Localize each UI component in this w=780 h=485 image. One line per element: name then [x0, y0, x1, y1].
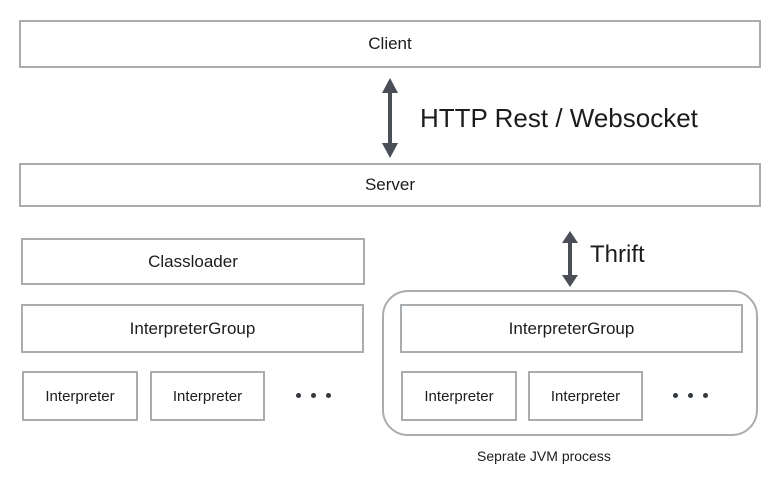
client-box: Client	[19, 20, 761, 68]
ellipsis-dot	[296, 393, 301, 398]
interpreter-group-box-right: InterpreterGroup	[400, 304, 743, 353]
http-arrow-icon	[382, 78, 398, 158]
classloader-box: Classloader	[21, 238, 365, 285]
interpreter-box-right-2: Interpreter	[528, 371, 643, 421]
interpreter-box-left-1: Interpreter	[22, 371, 138, 421]
ellipsis-dot	[673, 393, 678, 398]
thrift-arrow-icon	[562, 231, 578, 287]
interpreter-box-right-1: Interpreter	[401, 371, 517, 421]
ellipsis-left	[296, 393, 331, 398]
ellipsis-dot	[326, 393, 331, 398]
ellipsis-right	[673, 393, 708, 398]
ellipsis-dot	[688, 393, 693, 398]
interpreter-box-left-2: Interpreter	[150, 371, 265, 421]
jvm-process-caption: Seprate JVM process	[477, 448, 611, 464]
ellipsis-dot	[311, 393, 316, 398]
ellipsis-dot	[703, 393, 708, 398]
thrift-label: Thrift	[590, 241, 645, 268]
interpreter-group-box-left: InterpreterGroup	[21, 304, 364, 353]
http-rest-websocket-label: HTTP Rest / Websocket	[420, 103, 698, 133]
server-box: Server	[19, 163, 761, 207]
